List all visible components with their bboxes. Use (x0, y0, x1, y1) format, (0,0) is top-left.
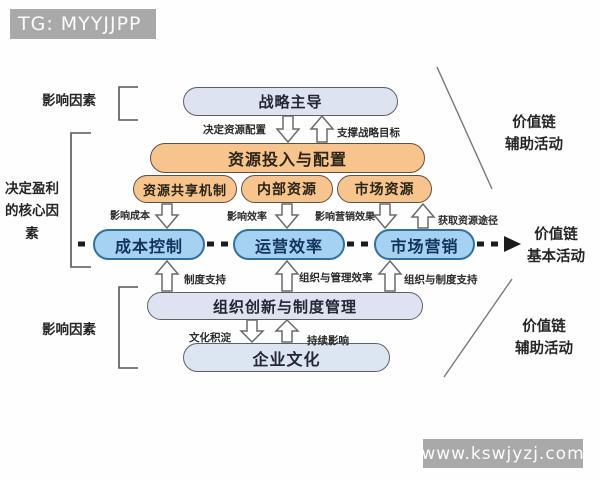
node-internal-resources: 内部资源 (241, 175, 333, 203)
bracket-top-left (118, 86, 138, 121)
label-line: 价值链 (522, 319, 566, 335)
down-arrow-icon (275, 115, 301, 144)
up-arrow-icon (274, 259, 300, 292)
label-line: 辅助活动 (515, 340, 573, 357)
node-org-innovation: 组织创新与制度管理 (147, 292, 423, 320)
label-core-profit-factor: 决定盈利的核心因素 (5, 181, 59, 242)
label-value-chain-aux-bottom: 价值链 辅助活动 (498, 317, 590, 361)
watermark-top-left: TG: MYYJJPP (10, 9, 156, 39)
label-influencing-factor-bottom: 影响因素 (42, 322, 96, 338)
node-resource-sharing: 资源共享机制 (133, 175, 237, 203)
diagonal-line-bottom-right (443, 278, 513, 378)
node-cost-control: 成本控制 (93, 229, 205, 260)
edge-label-decide-allocation: 决定资源配置 (203, 124, 266, 136)
bracket-middle-left (70, 132, 91, 268)
label-line: 价值链 (512, 115, 556, 131)
edge-label-affect-marketing: 影响营销效果 (315, 212, 375, 223)
node-marketing: 市场营销 (374, 229, 475, 260)
diagonal-line-top-right (436, 66, 493, 190)
label-line: 辅助活动 (505, 136, 563, 153)
bracket-bottom-left (118, 286, 138, 369)
watermark-bottom-right: www.kswjyzj.com (421, 439, 584, 468)
up-arrow-icon (274, 318, 300, 343)
label-line: 价值链 (534, 227, 578, 243)
edge-label-affect-efficiency: 影响效率 (227, 212, 267, 223)
node-corporate-culture: 企业文化 (183, 343, 390, 372)
edge-label-acquire-resources: 获取资源途径 (438, 216, 498, 227)
node-market-resources: 市场资源 (337, 175, 432, 203)
label-value-chain-aux-top: 价值链 辅助活动 (488, 113, 580, 157)
node-operational-efficiency: 运营效率 (233, 229, 345, 260)
label-value-chain-basic: 价值链 基本活动 (520, 225, 592, 269)
right-arrowhead-icon (504, 236, 521, 252)
up-arrow-icon (410, 202, 436, 229)
down-arrow-icon (154, 203, 180, 230)
up-arrow-icon (154, 259, 180, 292)
down-arrow-icon (239, 319, 265, 344)
edge-label-support-strategy: 支撑战略目标 (337, 127, 400, 139)
down-arrow-icon (372, 203, 398, 230)
node-strategy: 战略主导 (183, 87, 398, 116)
label-line: 基本活动 (527, 248, 585, 265)
edge-label-culture-accumulation: 文化积淀 (189, 332, 231, 344)
edge-label-org-inst-support: 组织与制度支持 (404, 274, 478, 286)
edge-label-org-mgmt-efficiency: 组织与管理效率 (299, 272, 373, 284)
node-resource-allocation: 资源投入与配置 (150, 143, 425, 173)
edge-label-institutional-support: 制度支持 (184, 274, 226, 286)
up-arrow-icon (377, 259, 403, 292)
down-arrow-icon (274, 203, 300, 230)
label-influencing-factor-top: 影响因素 (42, 93, 96, 109)
edge-label-affect-cost: 影响成本 (110, 211, 150, 222)
edge-label-continuous-influence: 持续影响 (307, 335, 349, 347)
up-arrow-icon (309, 114, 335, 143)
